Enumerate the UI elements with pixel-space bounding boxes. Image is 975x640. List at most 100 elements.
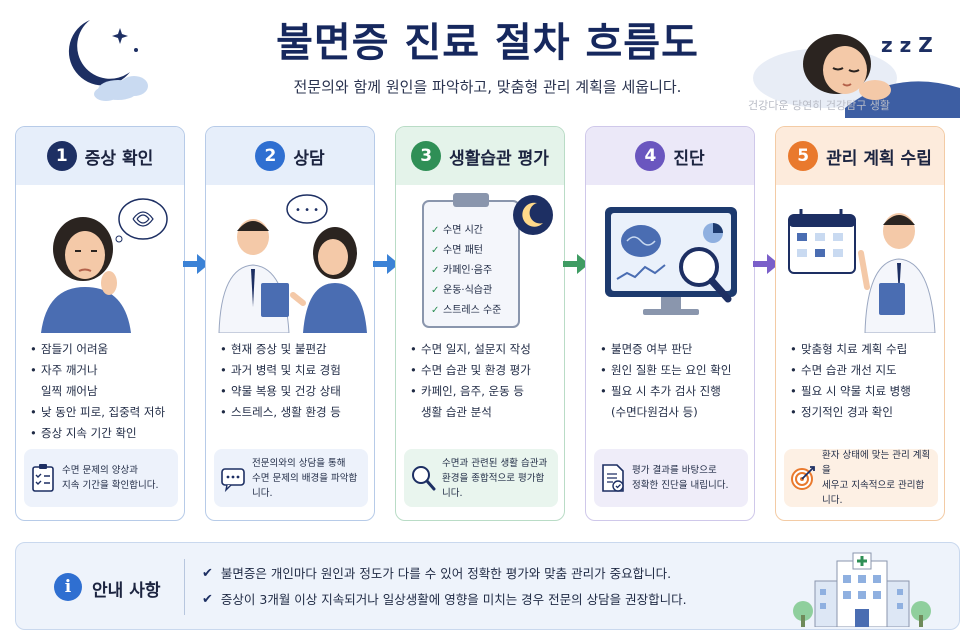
list-item: 수면 습관 및 환경 평가 xyxy=(410,360,562,381)
list-item: 필요 시 추가 검사 진행 (수면다원검사 등) xyxy=(600,381,752,423)
process-steps: 1 증상 확인 잠들기 어려움 자주 깨거나 일찍 깨어남 낮 동안 피로, 집… xyxy=(15,126,960,521)
step-bullet-list: 현재 증상 및 불편감 과거 병력 및 치료 경험 약물 복용 및 건강 상태 … xyxy=(220,339,372,423)
info-list: ✔ 불면증은 개인마다 원인과 정도가 다를 수 있어 정확한 평가와 맞춤 관… xyxy=(202,561,687,613)
doctor-consultation-icon: • • • xyxy=(218,194,367,333)
magnifier-icon xyxy=(412,466,436,491)
chat-bubble-icon xyxy=(221,468,245,493)
list-item: 약물 복용 및 건강 상태 xyxy=(220,381,372,402)
step-header-3: 3 생활습관 평가 xyxy=(396,127,564,185)
list-item: 정기적인 경과 확인 xyxy=(790,402,942,423)
step-number-badge: 4 xyxy=(635,141,666,171)
step-card-2: 2 상담 • • • 현재 증상 및 불편감 과거 병력 및 치료 경험 약물 … xyxy=(205,126,375,521)
step-bullet-list: 불면증 여부 판단 원인 질환 또는 요인 확인 필요 시 추가 검사 진행 (… xyxy=(600,339,752,423)
list-item: ✔ 증상이 3개월 이상 지속되거나 일상생활에 영향을 미치는 경우 전문의 … xyxy=(202,587,687,613)
list-item: ✔ 불면증은 개인마다 원인과 정도가 다를 수 있어 정확한 평가와 맞춤 관… xyxy=(202,561,687,587)
arrow-right-icon xyxy=(373,254,399,274)
step-note: 수면과 관련된 생활 습관과 환경을 종합적으로 평가합니다. xyxy=(404,449,558,507)
step-note-text: 수면과 관련된 생활 습관과 환경을 종합적으로 평가합니다. xyxy=(442,456,552,501)
note-line: 수면 문제의 양상과 지속 기간을 확인합니다. xyxy=(62,465,159,491)
note-line: 평가 결과를 바탕으로 정확한 진단을 내립니다. xyxy=(632,465,729,491)
checklist-item: 스트레스 수준 xyxy=(443,304,501,316)
list-item: 잠들기 어려움 xyxy=(30,339,182,360)
svg-text:✓: ✓ xyxy=(431,285,439,296)
step-title: 관리 계획 수립 xyxy=(826,148,932,169)
page-title: 불면증 진료 절차 흐름도 xyxy=(276,20,699,66)
step-number-badge: 2 xyxy=(255,141,286,171)
step-header-4: 4 진단 xyxy=(586,127,754,185)
list-item: 자주 깨거나 일찍 깨어남 xyxy=(30,360,182,402)
checklist-item: 카페인·음주 xyxy=(443,264,492,276)
step-title: 생활습관 평가 xyxy=(449,148,549,169)
info-icon: i xyxy=(54,573,82,601)
note-line: 전문의와의 상담을 통해 수면 문제의 배경을 파악합니다. xyxy=(252,457,358,499)
step-note-text: 전문의와의 상담을 통해 수면 문제의 배경을 파악합니다. xyxy=(252,456,362,501)
arrow-right-icon xyxy=(183,254,209,274)
checklist-item: 운동·식습관 xyxy=(443,284,492,296)
step-number-badge: 5 xyxy=(788,141,819,171)
list-item: 현재 증상 및 불편감 xyxy=(220,339,372,360)
step-card-4: 4 진단 불면증 여부 판단 원인 질환 또는 요인 확인 필요 시 추가 검사… xyxy=(585,126,755,521)
speech-bubble-dots: • • • xyxy=(295,205,319,216)
step-note: 전문의와의 상담을 통해 수면 문제의 배경을 파악합니다. xyxy=(214,449,368,507)
watermark: 건강다운 당연히 건강탐구 생활 xyxy=(748,99,891,112)
step-header-5: 5 관리 계획 수립 xyxy=(776,127,944,185)
list-item: 과거 병력 및 치료 경험 xyxy=(220,360,372,381)
step-header-1: 1 증상 확인 xyxy=(16,127,184,185)
brain-monitor-icon xyxy=(605,207,737,315)
step-card-1: 1 증상 확인 잠들기 어려움 자주 깨거나 일찍 깨어남 낮 동안 피로, 집… xyxy=(15,126,185,521)
check-icon: ✔ xyxy=(202,592,213,607)
info-panel: i 안내 사항 ✔ 불면증은 개인마다 원인과 정도가 다를 수 있어 정확한 … xyxy=(15,542,960,630)
list-item: 맞춤형 치료 계획 수립 xyxy=(790,339,942,360)
list-item: 증상 지속 기간 확인 xyxy=(30,423,182,444)
list-item: 불면증 여부 판단 xyxy=(600,339,752,360)
step-note-text: 수면 문제의 양상과 지속 기간을 확인합니다. xyxy=(62,463,158,493)
divider xyxy=(184,559,185,615)
svg-text:✓: ✓ xyxy=(431,265,439,276)
sleeping-woman-icon: z z Z xyxy=(753,33,960,118)
step-title: 진단 xyxy=(673,148,705,169)
list-item: 필요 시 약물 치료 병행 xyxy=(790,381,942,402)
step-bullet-list: 맞춤형 치료 계획 수립 수면 습관 개선 지도 필요 시 약물 치료 병행 정… xyxy=(790,339,942,423)
checklist-icon xyxy=(32,464,54,492)
svg-text:✓: ✓ xyxy=(431,245,439,256)
info-title: 안내 사항 xyxy=(92,581,161,601)
checklist-item: 수면 시간 xyxy=(443,224,483,236)
step-bullet-list: 수면 일지, 설문지 작성 수면 습관 및 환경 평가 카페인, 음주, 운동 … xyxy=(410,339,562,423)
step-number-badge: 3 xyxy=(411,141,442,171)
list-item: 수면 습관 개선 지도 xyxy=(790,360,942,381)
info-text: 불면증은 개인마다 원인과 정도가 다를 수 있어 정확한 평가와 맞춤 관리가… xyxy=(220,566,672,581)
list-item: 카페인, 음주, 운동 등 생활 습관 분석 xyxy=(410,381,562,423)
list-item: 원인 질환 또는 요인 확인 xyxy=(600,360,752,381)
step-title: 상담 xyxy=(293,148,325,169)
document-check-icon xyxy=(602,464,624,492)
arrow-right-icon xyxy=(753,254,779,274)
step-card-5: 5 관리 계획 수립 맞춤형 치료 계획 수립 수면 습관 개선 지도 필요 시… xyxy=(775,126,945,521)
list-item: 스트레스, 생활 환경 등 xyxy=(220,402,372,423)
note-line: 수면과 관련된 생활 습관과 환경을 종합적으로 평가합니다. xyxy=(442,457,548,499)
worried-woman-icon xyxy=(41,198,168,333)
svg-text:✓: ✓ xyxy=(431,225,439,236)
checklist-item: 수면 패턴 xyxy=(443,244,483,256)
step-header-2: 2 상담 xyxy=(206,127,374,185)
step-note-text: 환자 상태에 맞는 관리 계획을 세우고 지속적으로 관리합니다. xyxy=(822,448,932,508)
step-note-text: 평가 결과를 바탕으로 정확한 진단을 내립니다. xyxy=(632,463,728,493)
header: 불면증 진료 절차 흐름도 전문의와 함께 원인을 파악하고, 맞춤형 관리 계… xyxy=(0,0,975,120)
note-line: 환자 상태에 맞는 관리 계획을 세우고 지속적으로 관리합니다. xyxy=(822,450,931,506)
arrow-right-icon xyxy=(563,254,589,274)
target-icon xyxy=(791,466,815,490)
step-number-badge: 1 xyxy=(46,141,77,171)
page-subtitle: 전문의와 함께 원인을 파악하고, 맞춤형 관리 계획을 세웁니다. xyxy=(293,78,682,96)
list-item: 수면 일지, 설문지 작성 xyxy=(410,339,562,360)
list-item: 낮 동안 피로, 집중력 저하 xyxy=(30,402,182,423)
sleep-z-glyph: z z Z xyxy=(881,33,933,57)
hospital-building-icon xyxy=(793,552,931,627)
step-card-3: 3 생활습관 평가 ✓ 수면 시간 ✓ 수면 패턴 ✓ 카페인·음주 ✓ 운동·식습관 … xyxy=(395,126,565,521)
moon-cloud-icon xyxy=(68,20,148,101)
step-title: 증상 확인 xyxy=(84,148,154,169)
svg-text:✓: ✓ xyxy=(431,305,439,316)
step-note: 평가 결과를 바탕으로 정확한 진단을 내립니다. xyxy=(594,449,748,507)
sleep-checklist-clipboard-icon: ✓ 수면 시간 ✓ 수면 패턴 ✓ 카페인·음주 ✓ 운동·식습관 ✓ 스트레스 수준 xyxy=(422,193,553,328)
check-icon: ✔ xyxy=(202,566,213,581)
step-bullet-list: 잠들기 어려움 자주 깨거나 일찍 깨어남 낮 동안 피로, 집중력 저하 증상… xyxy=(30,339,182,444)
info-text: 증상이 3개월 이상 지속되거나 일상생활에 영향을 미치는 경우 전문의 상담… xyxy=(220,592,687,607)
